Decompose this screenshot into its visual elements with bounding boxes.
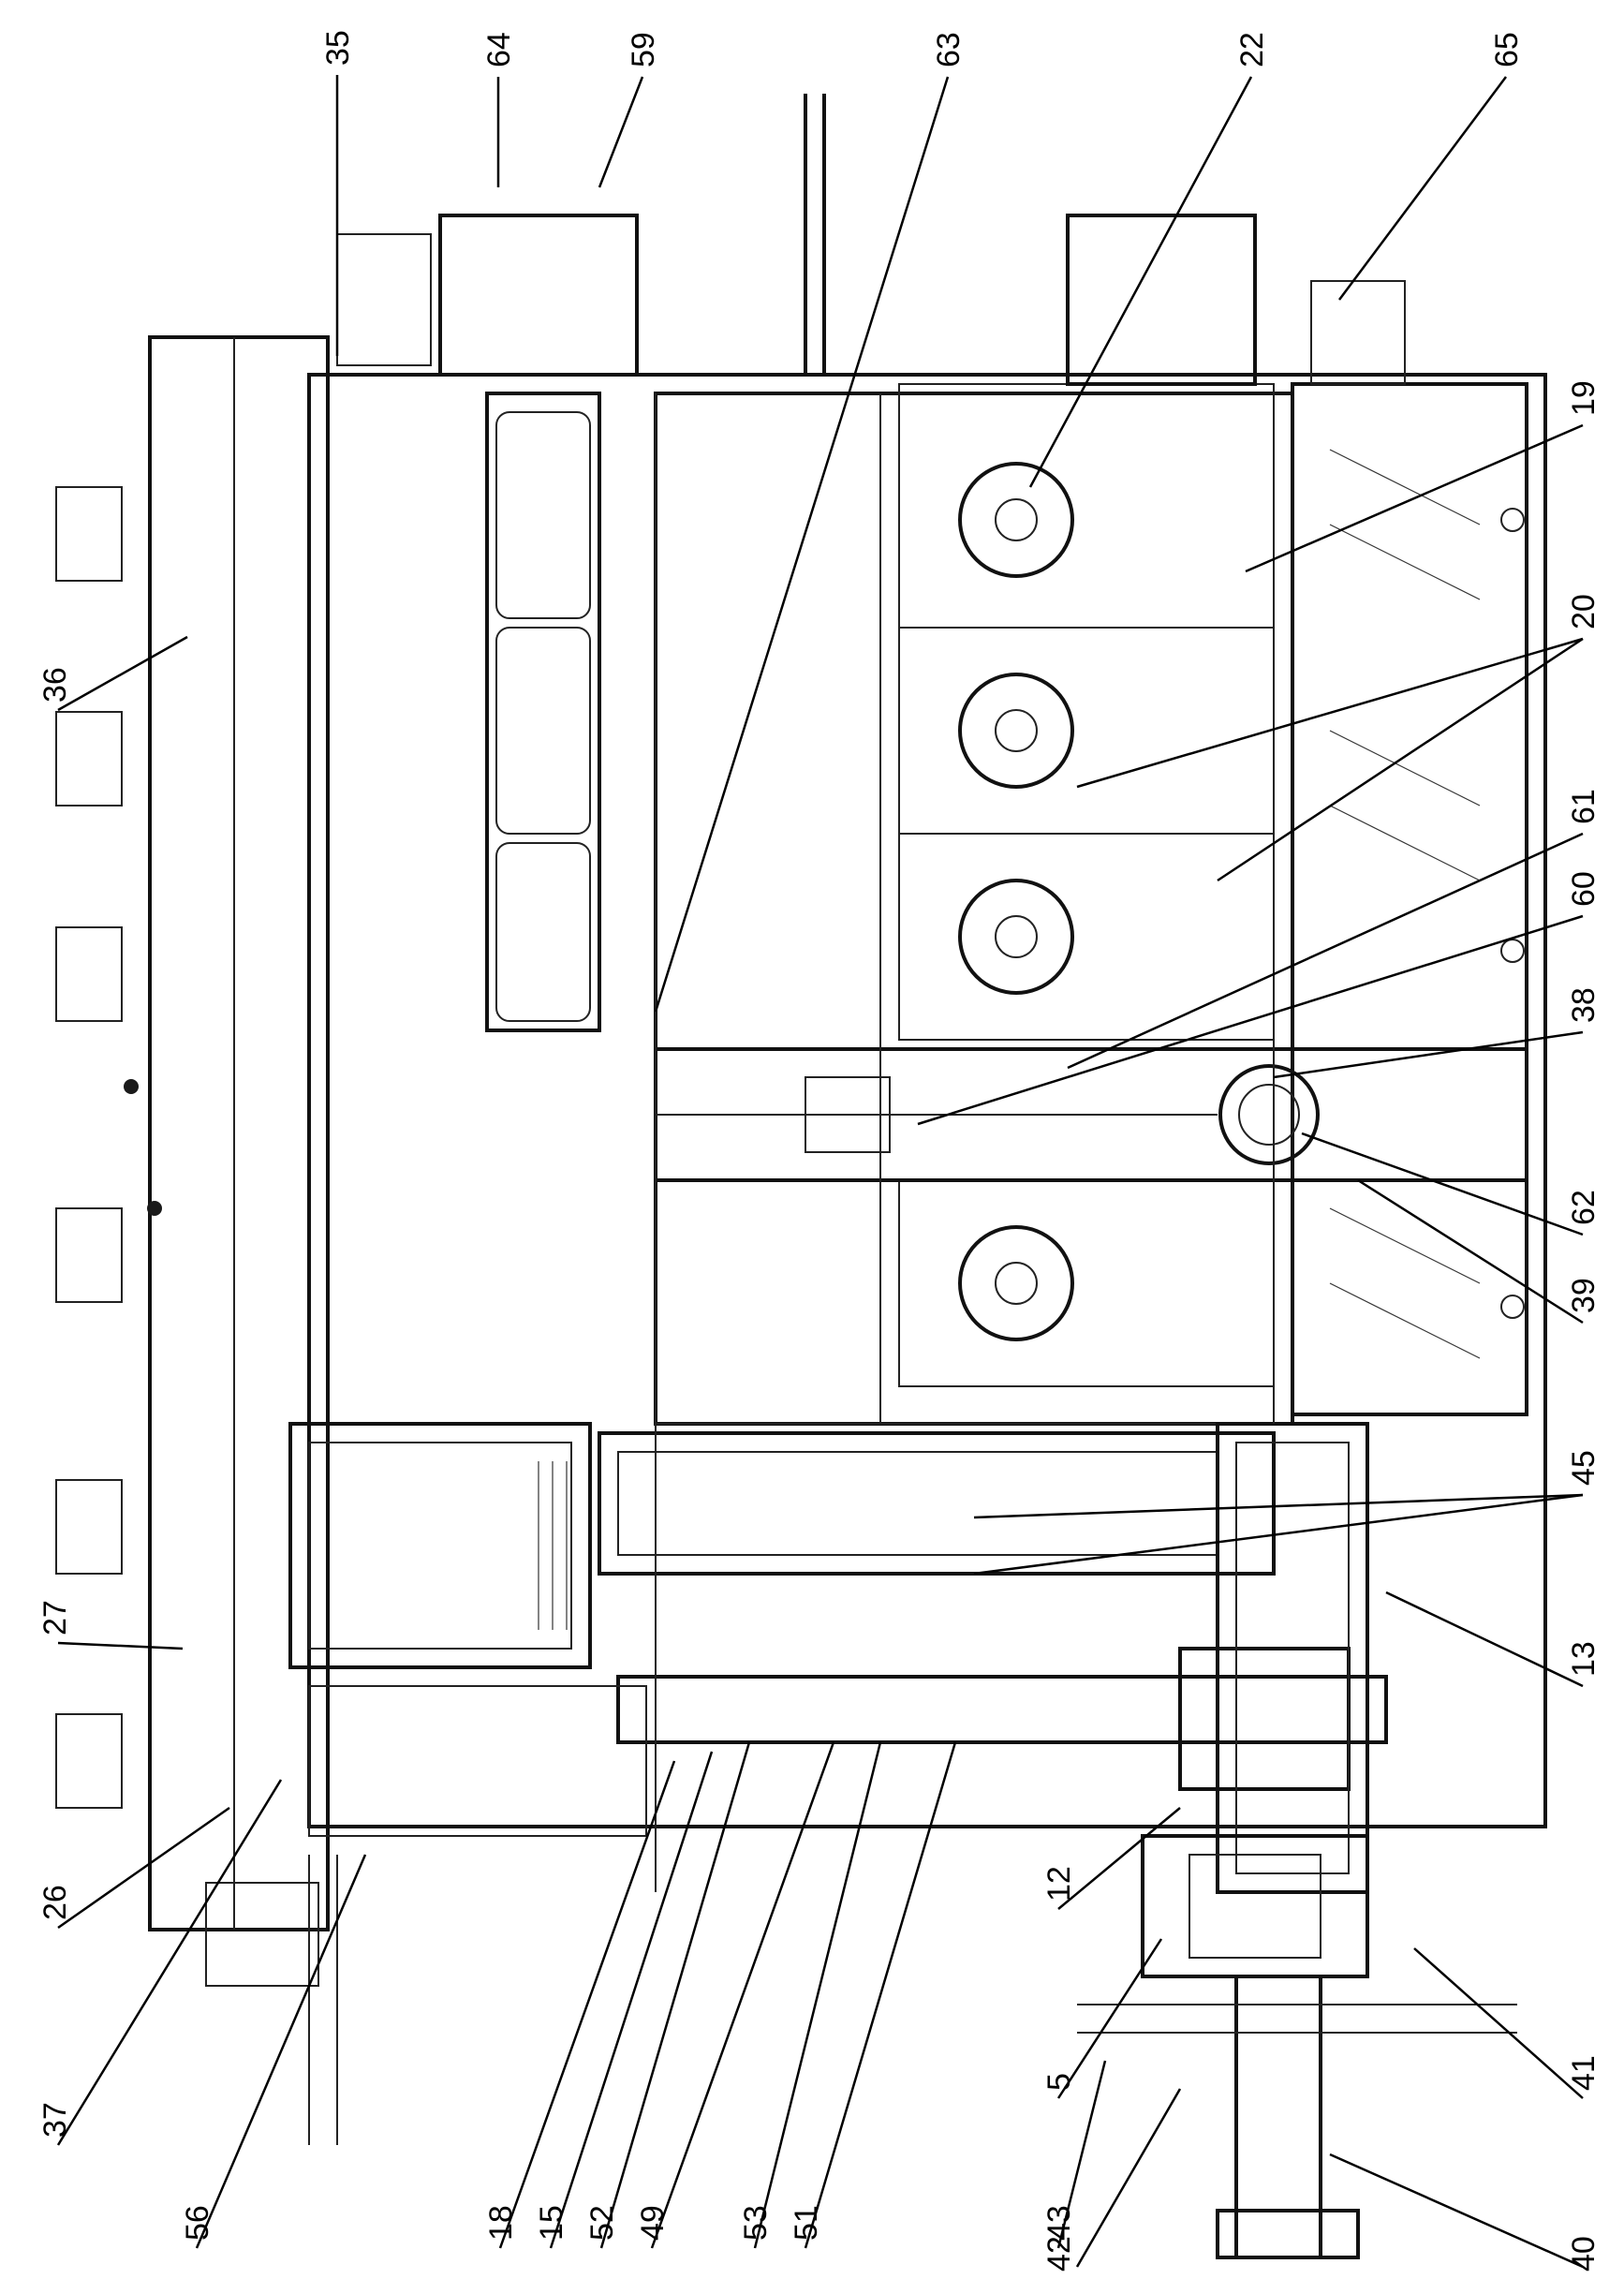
callout-53: 53	[738, 1741, 882, 2249]
callout-63: 63	[654, 32, 967, 1013]
callout-37: 37	[37, 1779, 283, 2146]
svg-text:19: 19	[1566, 380, 1602, 416]
svg-text:38: 38	[1566, 987, 1602, 1023]
callout-62: 62	[1301, 1132, 1602, 1236]
callout-19: 19	[1245, 380, 1602, 573]
svg-text:20: 20	[1566, 594, 1602, 629]
svg-text:36: 36	[37, 667, 73, 703]
svg-text:26: 26	[37, 1885, 73, 1920]
svg-text:42: 42	[1041, 2236, 1077, 2272]
callout-51: 51	[789, 1741, 957, 2249]
callout-40: 40	[1329, 2153, 1602, 2272]
callout-59: 59	[598, 32, 661, 188]
svg-text:13: 13	[1566, 1641, 1602, 1677]
callout-60: 60	[917, 871, 1602, 1126]
callout-15: 15	[534, 1751, 714, 2249]
svg-text:63: 63	[931, 32, 967, 67]
svg-text:39: 39	[1566, 1278, 1602, 1313]
svg-text:5: 5	[1041, 2073, 1077, 2091]
svg-text:61: 61	[1566, 789, 1602, 824]
callout-18: 18	[483, 1760, 676, 2249]
callout-43: 43	[1041, 2060, 1107, 2249]
svg-text:22: 22	[1234, 32, 1270, 67]
callout-64: 64	[481, 32, 517, 187]
callout-22: 22	[1028, 32, 1270, 488]
callout-42: 42	[1041, 2088, 1182, 2272]
svg-text:52: 52	[584, 2205, 620, 2241]
svg-text:59: 59	[626, 32, 661, 67]
callout-35: 35	[320, 30, 356, 356]
callout-20: 20	[1076, 594, 1602, 882]
callouts: 35 64 59 63 22 65 36 19	[37, 30, 1602, 2272]
svg-text:45: 45	[1566, 1450, 1602, 1486]
callout-65: 65	[1337, 32, 1525, 301]
svg-text:43: 43	[1041, 2205, 1077, 2241]
svg-text:65: 65	[1489, 32, 1525, 67]
svg-text:27: 27	[37, 1600, 73, 1635]
callout-36: 36	[37, 635, 188, 712]
svg-text:40: 40	[1566, 2236, 1602, 2272]
svg-text:37: 37	[37, 2102, 73, 2138]
callout-41: 41	[1413, 1947, 1602, 2099]
svg-text:12: 12	[1041, 1866, 1077, 1902]
callout-49: 49	[635, 1741, 835, 2249]
svg-text:51: 51	[789, 2205, 824, 2241]
callout-13: 13	[1385, 1591, 1602, 1688]
callout-5: 5	[1041, 1938, 1163, 2099]
svg-text:64: 64	[481, 32, 517, 67]
callout-52: 52	[584, 1741, 751, 2249]
svg-text:56: 56	[180, 2205, 215, 2241]
svg-text:53: 53	[738, 2205, 774, 2241]
callout-38: 38	[1273, 987, 1602, 1079]
callout-61: 61	[1067, 789, 1602, 1070]
callout-56: 56	[180, 1854, 367, 2249]
callout-27: 27	[37, 1600, 184, 1650]
svg-text:62: 62	[1566, 1190, 1602, 1225]
callout-45: 45	[973, 1450, 1602, 1576]
engine-outline	[55, 94, 1547, 2259]
callout-12: 12	[1041, 1807, 1181, 1910]
callout-26: 26	[37, 1806, 230, 1930]
svg-text:35: 35	[320, 30, 356, 66]
callout-39: 39	[1357, 1178, 1602, 1324]
svg-text:41: 41	[1566, 2055, 1602, 2091]
svg-text:60: 60	[1566, 871, 1602, 907]
